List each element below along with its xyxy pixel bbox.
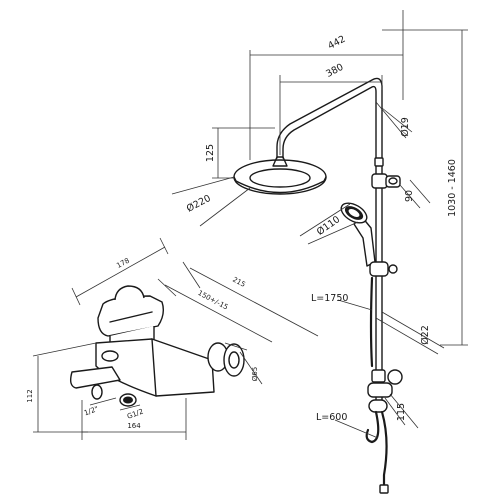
dim-g-half: G1/2 <box>126 408 144 421</box>
label-hose-length: L=1750 <box>311 293 348 304</box>
rain-shower-head <box>233 156 327 195</box>
dim-1030-1460: 1030 - 1460 <box>447 159 458 217</box>
middle-slider <box>369 261 398 277</box>
dimension-lines-shower <box>171 10 468 439</box>
label-riser-length: L=600 <box>316 412 347 423</box>
dim-125: 125 <box>205 144 216 162</box>
dim-d19: Ø19 <box>400 117 411 137</box>
dim-164: 164 <box>127 422 141 430</box>
dim-150-15: 150+/-15 <box>196 289 229 312</box>
dim-442: 442 <box>326 34 347 52</box>
dim-115: 115 <box>396 403 407 421</box>
dim-half-inch: 1/2" <box>83 405 99 417</box>
hand-shower <box>340 202 376 267</box>
dim-215: 215 <box>231 276 247 289</box>
bath-mixer-body <box>69 285 245 407</box>
shower-arm-pipe <box>276 77 383 159</box>
shower-hose <box>365 276 389 494</box>
dim-90: 90 <box>404 190 415 202</box>
dim-380: 380 <box>324 62 345 80</box>
dim-d22: Ø22 <box>420 325 431 345</box>
hose-connector <box>367 369 403 413</box>
dim-112: 112 <box>26 389 34 402</box>
upper-slider-holder <box>371 173 401 189</box>
riser-rail <box>374 157 384 403</box>
dim-d65: Ø65 <box>251 367 259 381</box>
dimension-lines-mixer <box>32 237 319 440</box>
dim-d220: Ø220 <box>185 193 213 215</box>
